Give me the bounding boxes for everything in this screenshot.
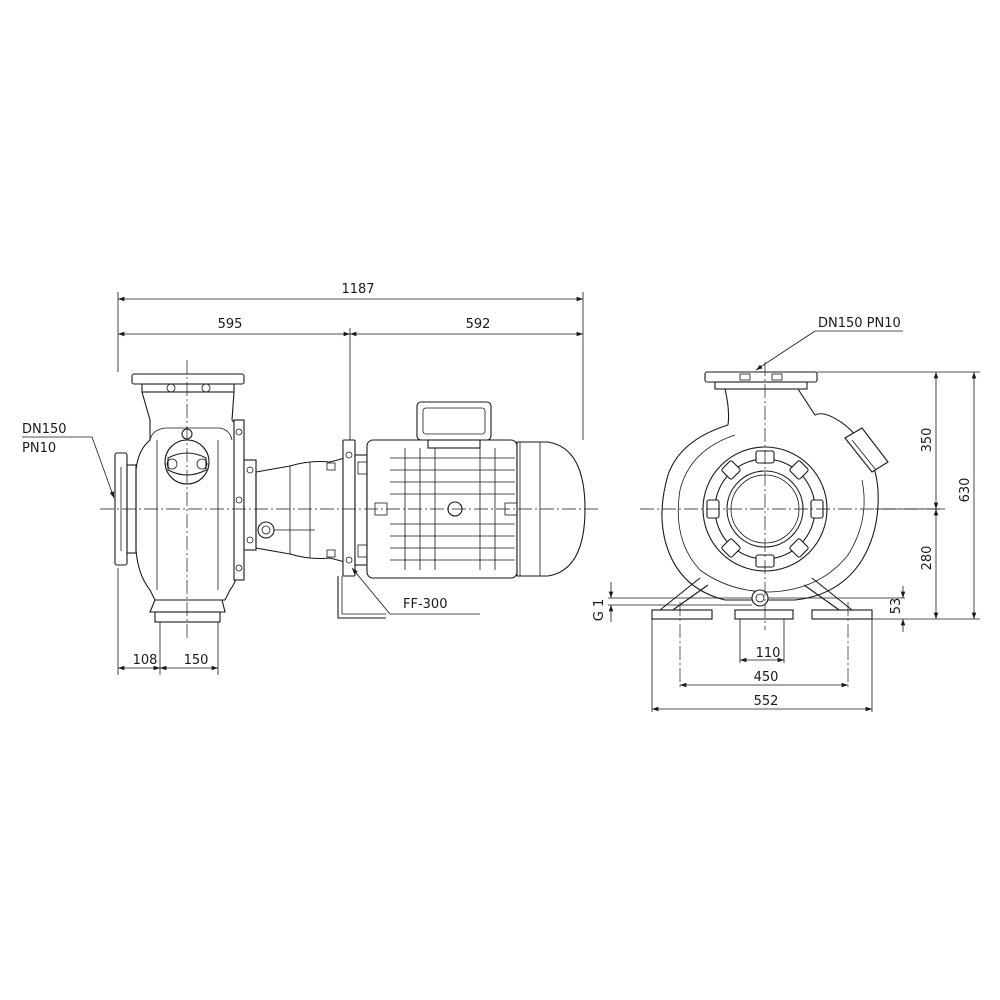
dimension-motor-length: 592 bbox=[350, 317, 583, 337]
volute-casing-front bbox=[661, 388, 889, 601]
motor-body bbox=[366, 401, 586, 579]
dimension-foot-width: 150 bbox=[160, 653, 218, 671]
dimension-foot-gap: 110 bbox=[740, 646, 784, 663]
discharge-callout-label: DN150 PN10 bbox=[818, 316, 901, 331]
dimension-bolt-spacing-label: 450 bbox=[754, 670, 779, 685]
dimension-foot-width-label: 150 bbox=[184, 653, 209, 668]
dimension-drain-thread: G 1 bbox=[592, 582, 614, 622]
pump-feet-front bbox=[651, 577, 873, 620]
dimension-base-width-label: 552 bbox=[754, 694, 779, 709]
dimension-shaft-height-label: 280 bbox=[920, 546, 935, 571]
suction-callout-line2: PN10 bbox=[22, 441, 56, 456]
side-view: 1187 595 592 bbox=[22, 282, 600, 675]
discharge-flange-callout: DN150 PN10 bbox=[755, 316, 903, 371]
bearing-bracket bbox=[243, 457, 346, 563]
dimension-foot-offset: 108 bbox=[118, 653, 160, 671]
flange-callout: FF-300 bbox=[351, 567, 480, 615]
dimension-pump-length-label: 595 bbox=[218, 317, 243, 332]
dimension-overall-length: 1187 bbox=[118, 282, 583, 302]
dimension-foot-gap-label: 110 bbox=[756, 646, 781, 661]
dimension-overall-length-label: 1187 bbox=[341, 282, 374, 297]
dimension-motor-length-label: 592 bbox=[466, 317, 491, 332]
dimension-total-height: 630 bbox=[958, 372, 977, 619]
dimension-top-height: 350 bbox=[920, 372, 939, 509]
dimension-drain-height-label: 53 bbox=[889, 598, 904, 615]
flange-callout-label: FF-300 bbox=[403, 597, 447, 612]
pump-casing-side bbox=[114, 373, 245, 623]
dimension-bolt-spacing: 450 bbox=[680, 670, 848, 688]
dimension-pump-length: 595 bbox=[118, 317, 350, 337]
dimension-total-height-label: 630 bbox=[958, 478, 973, 503]
front-view: DN150 PN10 350 280 630 53 bbox=[592, 316, 980, 712]
dimension-drain-height: 53 bbox=[889, 586, 906, 632]
dimension-top-height-label: 350 bbox=[920, 428, 935, 453]
suction-callout-line1: DN150 bbox=[22, 422, 67, 437]
dimension-foot-offset-label: 108 bbox=[133, 653, 158, 668]
dimension-shaft-height: 280 bbox=[920, 509, 939, 619]
dimension-drain-thread-label: G 1 bbox=[592, 599, 607, 621]
suction-flange-callout: DN150 PN10 bbox=[22, 422, 115, 499]
dimension-base-width: 552 bbox=[652, 694, 872, 712]
